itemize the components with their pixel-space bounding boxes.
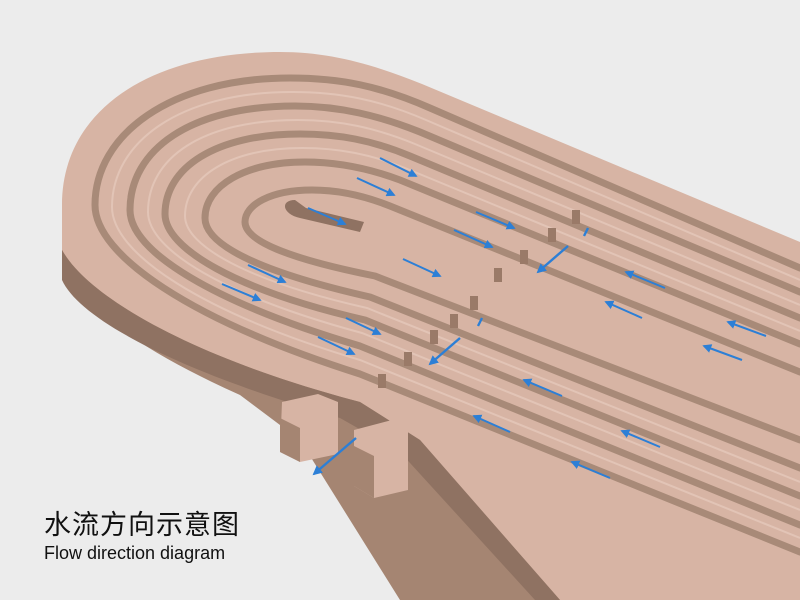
flow-arrow-icon <box>620 429 661 448</box>
flow-arrow-icon <box>726 320 767 337</box>
flow-arrow-icon <box>402 258 442 278</box>
flow-arrow-icon <box>312 437 357 476</box>
flow-arrow-icon <box>536 245 569 274</box>
flow-arrow-icon <box>475 211 516 230</box>
flow-arrow-icon <box>570 460 611 479</box>
flow-arrow-icon <box>317 336 356 355</box>
plate-edge <box>62 250 560 600</box>
flow-arrow-icon <box>356 177 396 197</box>
flow-arrow-icon <box>472 414 511 433</box>
flow-arrow-icon <box>307 207 347 226</box>
cross-flow-arrows <box>312 227 590 476</box>
title-chinese: 水流方向示意图 <box>44 510 240 541</box>
flow-arrow-icon <box>247 264 287 284</box>
channel-grooves <box>91 74 800 556</box>
flow-arrow-icon <box>453 229 494 249</box>
flow-arrow-icon <box>522 378 563 397</box>
flow-arrow-icon <box>604 300 643 319</box>
flow-arrow-icon <box>379 157 418 177</box>
flow-arrow-icon <box>624 270 666 289</box>
flow-arrow-icon <box>702 344 743 361</box>
flow-arrow-icon <box>428 337 461 366</box>
title-english: Flow direction diagram <box>44 543 226 563</box>
flow-arrows <box>221 157 767 479</box>
port-tabs <box>280 394 408 498</box>
cross-notches <box>378 210 580 388</box>
flow-arrow-icon <box>345 317 382 336</box>
flow-arrow-icon <box>221 283 262 302</box>
